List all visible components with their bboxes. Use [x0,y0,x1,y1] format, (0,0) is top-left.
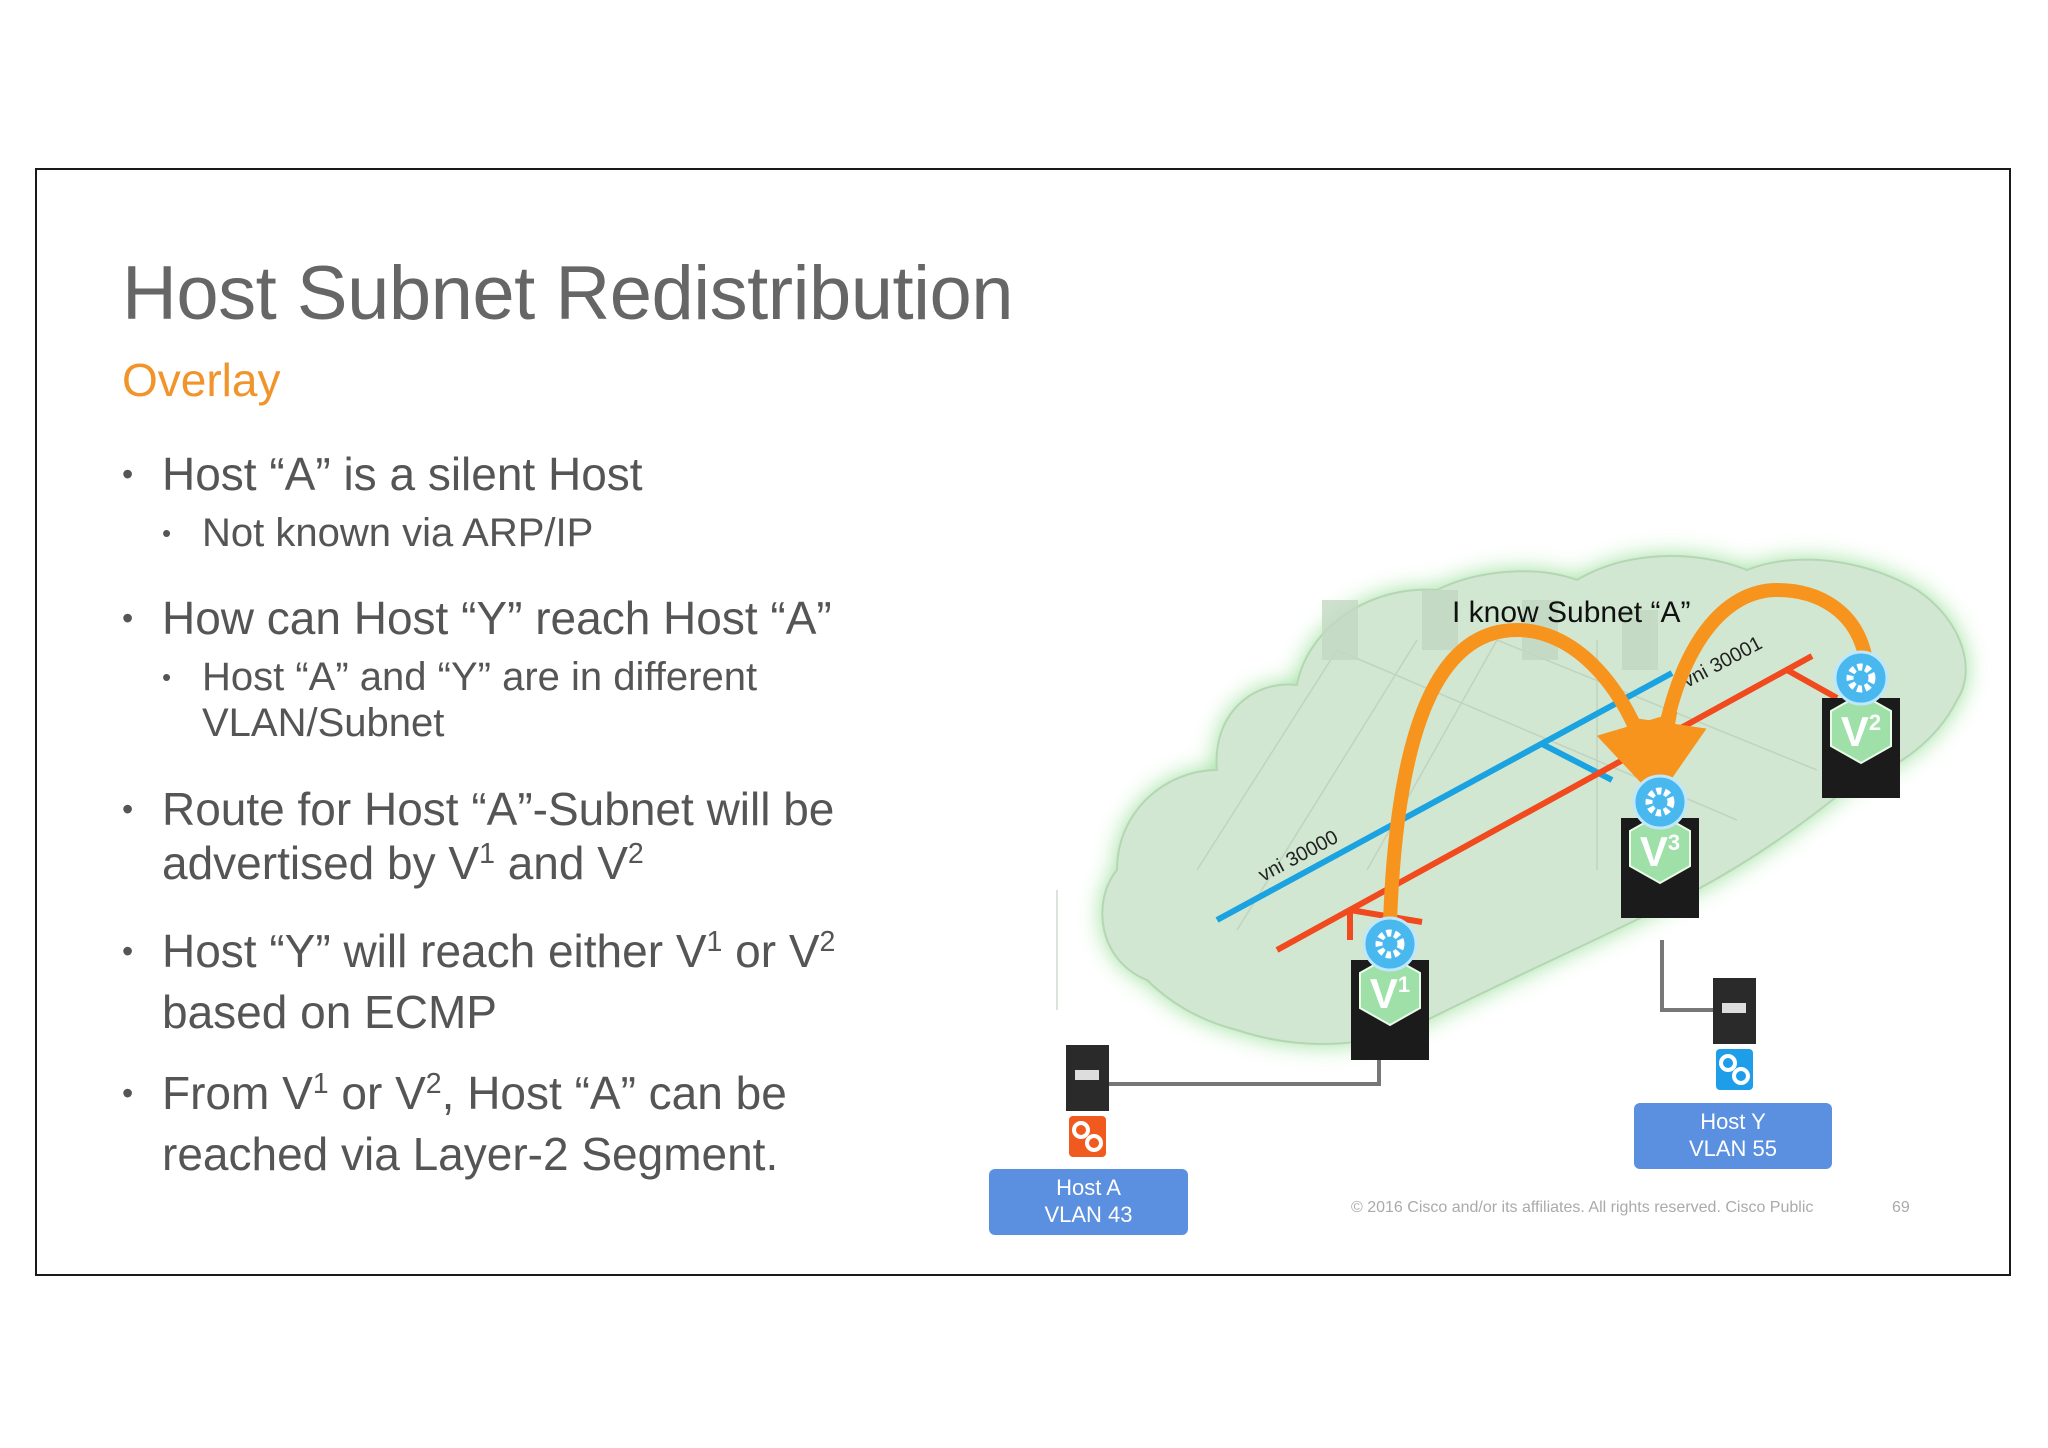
bullet-dot: • [122,456,134,492]
vtep-label: V3 [1640,828,1680,875]
host-vlan: VLAN 55 [1688,1136,1778,1161]
bullet-line: advertised by V [162,837,480,889]
vxlan-overlay-diagram: vni 30000 vni 30001 I know Subnet “A” V1… [1056,555,1967,1157]
vtep-label: V1 [1370,970,1410,1017]
vtep-label: V2 [1841,708,1881,755]
bullet-line: or V [328,1067,426,1119]
vtep-v2: V2 [1822,650,1900,798]
bullet-dot: • [122,1075,134,1111]
slide-frame: Host Subnet Redistribution Overlay • Hos… [35,168,2011,1276]
spine-switches [1322,590,1658,670]
server-slot [1722,1003,1746,1013]
bullet-line: and V [494,837,628,889]
app-gear [1085,1134,1103,1152]
bullet-line: Host “A” and “Y” are in different [202,655,758,699]
overlay-cloud [1056,555,1967,1045]
host-vlan: VLAN 43 [1044,1202,1133,1227]
gear-teeth [1846,663,1876,693]
bullet-dot: • [122,933,134,969]
bullet-dot: • [122,600,134,636]
copyright-footer: © 2016 Cisco and/or its affiliates. All … [1351,1199,1814,1216]
app-gear [1072,1121,1090,1139]
gear-icon [1362,916,1418,972]
bullet-line: based on ECMP [162,986,497,1038]
vtep-v1: V1 [1351,916,1429,1060]
gear-icon [1632,774,1688,830]
host-a-server [1066,1045,1109,1157]
app-gears-icon [1716,1049,1753,1090]
host-a-label: Host A VLAN 43 [989,1169,1188,1235]
host-y-server [1713,978,1756,1090]
host-name: Host A [1056,1175,1121,1200]
vtep-hexagon-icon [1629,812,1691,885]
bullet-text: Host “A” is a silent Host [162,448,643,500]
bullet-text: How can Host “Y” reach Host “A” [162,592,832,644]
superscript: 1 [706,926,723,959]
bullet-line: From V [162,1067,313,1119]
vtep-hexagon-icon [1359,954,1421,1027]
vtep-hexagon-icon [1830,692,1892,765]
app-gear [1719,1054,1737,1072]
bullet-dot: • [162,662,172,692]
bullet-line: Route for Host “A”-Subnet will be [162,783,835,835]
gear-teeth [1375,929,1405,959]
superscript: 2 [425,1068,442,1101]
bullet-dot: • [162,518,172,548]
superscript: 1 [479,838,495,871]
superscript: 2 [819,926,836,959]
superscript: 1 [312,1068,329,1101]
redistribution-arrows [1383,582,1873,929]
vtep-v3: V3 [1621,774,1699,918]
callout-text: I know Subnet “A” [1452,596,1690,629]
bullet-line: Host “Y” will reach either V [162,925,707,977]
server-slot [1075,1070,1099,1080]
app-gear [1732,1067,1750,1085]
bullet-text: Not known via ARP/IP [202,511,594,555]
app-gears-icon [1069,1116,1106,1157]
gear-icon [1833,650,1889,706]
bullet-line: VLAN/Subnet [202,701,445,745]
slide-title: Host Subnet Redistribution [122,251,1014,336]
host-name: Host Y [1700,1109,1766,1134]
page-number: 69 [1892,1199,1910,1216]
gear-teeth [1645,787,1675,817]
bullet-line: or V [722,925,820,977]
host-y-label: Host Y VLAN 55 [1634,1103,1832,1169]
bullet-line: reached via Layer-2 Segment. [162,1128,779,1180]
superscript: 2 [627,838,644,871]
bullet-line: , Host “A” can be [441,1067,787,1119]
slide-subtitle: Overlay [122,354,281,406]
bullet-dot: • [122,791,134,827]
